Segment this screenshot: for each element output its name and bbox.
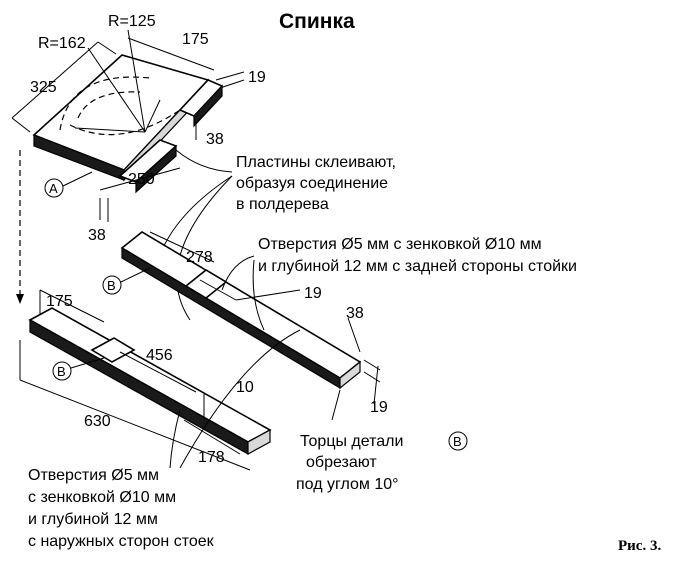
label-38-top: 38 (206, 131, 224, 148)
leader-glue-a (175, 149, 233, 173)
note-holes-upper-2: и глубиной 12 мм с задней стороны стойки (258, 258, 577, 275)
rail-lower-end (247, 428, 271, 456)
radius-line-base (74, 127, 146, 133)
figure-label: Рис. 3. (618, 538, 661, 554)
label-b-upper-circle (102, 275, 122, 295)
leader-holes-upper-b (252, 259, 265, 331)
label-b-lower: B (57, 364, 66, 379)
label-250: 250 (128, 171, 155, 188)
label-456: 456 (146, 347, 173, 364)
label-b-upper: B (107, 278, 116, 293)
leader-holes-lower-b (179, 329, 301, 469)
rail-upper-notch (184, 269, 228, 299)
radius-line-162 (87, 47, 146, 133)
note-ends-1: Торцы детали (300, 433, 403, 450)
note-holes-lower-1: Отверстия Ø5 мм (28, 467, 159, 484)
label-38-bottom: 38 (88, 227, 106, 244)
note-holes-lower-2: с зенковкой Ø10 мм (28, 489, 176, 506)
rail-upper-end (339, 360, 361, 390)
note-holes-lower-4: с наружных сторон стоек (28, 533, 215, 550)
note-ends-3: под углом 10° (296, 476, 399, 493)
label-278: 278 (186, 249, 213, 266)
leader-ends (331, 389, 341, 421)
leader-holes-upper-a (221, 255, 255, 291)
label-10: 10 (236, 379, 254, 396)
panel-a-lower-tab-edge (135, 144, 177, 194)
arc-inner (69, 109, 181, 136)
dim-line-325 (11, 41, 99, 119)
rail-lower-top (28, 307, 272, 443)
label-19-top: 19 (248, 69, 266, 86)
label-19-upper: 19 (304, 285, 322, 302)
dim-line-178 (183, 419, 241, 455)
label-630: 630 (84, 413, 111, 430)
leader-glue-c (176, 175, 233, 321)
label-38-upper: 38 (346, 305, 364, 322)
note-glue-3: в полдерева (236, 196, 329, 213)
rail-lower-front (29, 318, 249, 456)
ext-line-325a (11, 117, 31, 133)
label-175-lower: 175 (46, 293, 73, 310)
leader-38-upper (347, 317, 361, 353)
panel-a-lap-edge (193, 84, 223, 128)
page-title: Спинка (279, 10, 355, 33)
dim-line-456 (119, 351, 197, 393)
panel-a: R=162 R=125 175 325 19 38 250 38 A (11, 13, 266, 304)
dim-line-630 (19, 379, 251, 471)
leader-19-upper (235, 289, 301, 301)
note-ends-2: обрезают (306, 454, 377, 471)
ends-b-circle (448, 431, 468, 451)
leader-holes-lower-a (169, 409, 181, 469)
ext-line-325b (97, 41, 117, 55)
dim-line-175 (127, 37, 215, 71)
rail-upper: 278 19 38 19 B (102, 231, 388, 421)
label-b-lower-circle (52, 361, 72, 381)
dim-line-278 (149, 231, 215, 263)
note-holes-upper-1: Отверстия Ø5 мм с зенковкой Ø10 мм (258, 236, 542, 253)
note-glue-1: Пластины склеивают, (236, 154, 396, 171)
label-r125: R=125 (108, 13, 156, 30)
label-r162: R=162 (38, 35, 86, 52)
label-a: A (49, 181, 58, 196)
leader-19-end (373, 365, 379, 405)
leader-19b (219, 79, 245, 89)
label-178: 178 (198, 449, 225, 466)
note-holes-lower-3: и глубиной 12 мм (28, 511, 158, 528)
ext-19-end-b (363, 371, 381, 383)
dim-line-250 (99, 167, 181, 191)
leader-glue-b (161, 175, 233, 251)
radius-line-125 (127, 29, 146, 133)
drop-arrow (16, 294, 24, 304)
label-a-circle (44, 178, 64, 198)
ends-b-label: B (453, 434, 462, 449)
rail-upper-notch-line (199, 279, 237, 301)
dim-line-175-lower (39, 289, 105, 323)
arc-mid (77, 91, 141, 119)
arc-outer (59, 76, 151, 131)
rail-lower-notch (90, 337, 136, 363)
label-19-end: 19 (370, 399, 388, 416)
note-glue-2: образуя соединение (236, 175, 388, 192)
leader-b-upper (120, 267, 151, 283)
leader-b-lower (70, 357, 105, 369)
radius-line-extra (144, 99, 161, 133)
label-175-top: 175 (182, 31, 209, 48)
leader-19a (215, 71, 245, 81)
leader-a (62, 171, 93, 187)
label-325: 325 (30, 79, 57, 96)
rail-lower: 175 456 630 178 10 B (19, 289, 272, 471)
